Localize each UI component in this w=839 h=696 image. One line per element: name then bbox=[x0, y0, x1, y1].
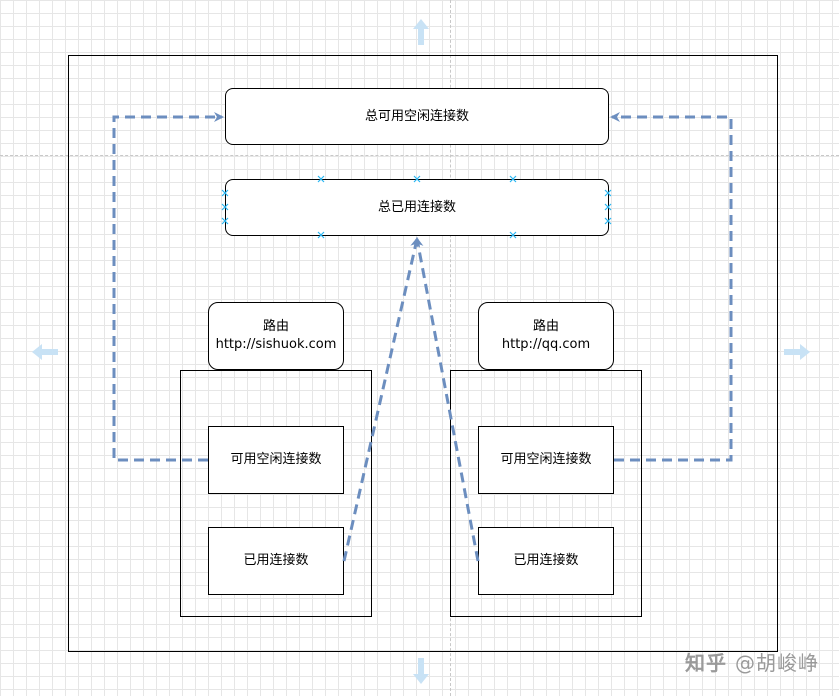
connector-left-idle-to-total-idle[interactable] bbox=[112, 112, 224, 462]
outer-container[interactable] bbox=[68, 55, 778, 652]
idle-connections-node-qq[interactable]: 可用空闲连接数 bbox=[478, 426, 614, 494]
idle-connections-node-sishuok[interactable]: 可用空闲连接数 bbox=[208, 426, 344, 494]
arrow-down-icon bbox=[413, 658, 429, 684]
router-title: 路由 bbox=[532, 319, 559, 335]
service-container-sishuok[interactable] bbox=[180, 370, 372, 617]
arrow-right-icon bbox=[784, 344, 810, 360]
author-handle: @胡峻峥 bbox=[735, 651, 819, 675]
idle-connections-label: 可用空闲连接数 bbox=[500, 452, 592, 468]
arrow-left-icon bbox=[32, 344, 58, 360]
watermark: 知乎 @胡峻峥 bbox=[685, 647, 819, 676]
zhihu-logo: 知乎 bbox=[685, 651, 727, 675]
total-used-connections-label: 总已用连接数 bbox=[377, 199, 456, 215]
used-connections-label: 已用连接数 bbox=[513, 553, 579, 569]
used-connections-node-sishuok[interactable]: 已用连接数 bbox=[208, 527, 344, 595]
connector-left-used-to-total-used[interactable] bbox=[342, 237, 421, 562]
connector-right-idle-to-total-idle[interactable] bbox=[610, 112, 733, 462]
router-url: http://sishuok.com bbox=[215, 337, 337, 352]
arrow-up-icon bbox=[413, 19, 429, 45]
used-connections-label: 已用连接数 bbox=[243, 553, 309, 569]
connector-right-used-to-total-used[interactable] bbox=[413, 237, 480, 562]
router-title: 路由 bbox=[262, 319, 289, 335]
service-container-qq[interactable] bbox=[450, 370, 642, 617]
router-url: http://qq.com bbox=[501, 337, 591, 352]
router-node-sishuok[interactable]: 路由 http://sishuok.com bbox=[208, 302, 344, 370]
idle-connections-label: 可用空闲连接数 bbox=[230, 452, 322, 468]
horizontal-guide-line bbox=[0, 155, 839, 156]
selection-handles[interactable] bbox=[221, 175, 612, 239]
used-connections-node-qq[interactable]: 已用连接数 bbox=[478, 527, 614, 595]
router-node-qq[interactable]: 路由 http://qq.com bbox=[478, 302, 614, 370]
total-idle-connections-node[interactable]: 总可用空闲连接数 bbox=[225, 88, 609, 145]
vertical-guide-line bbox=[450, 0, 451, 696]
total-idle-connections-label: 总可用空闲连接数 bbox=[364, 108, 469, 124]
